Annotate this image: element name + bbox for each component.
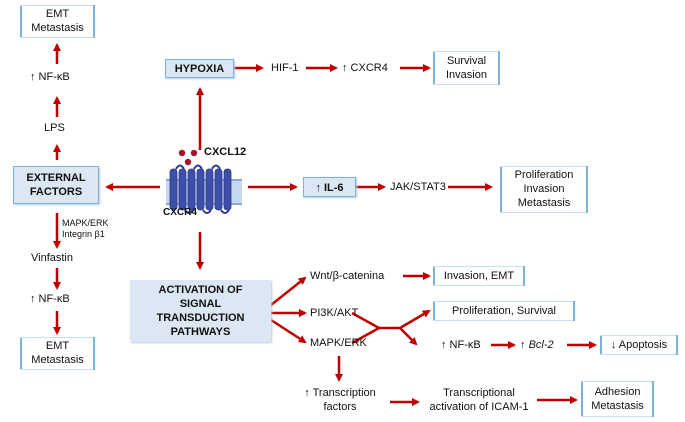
adhesion-label: Adhesion [594, 386, 641, 398]
metastasis-icam-label: Metastasis [591, 400, 644, 412]
hypoxia-label: HYPOXIA [174, 63, 225, 75]
proliferation-label: Proliferation [514, 169, 574, 181]
wnt-catenin-label: Wnt/β-catenina [310, 270, 385, 282]
hypoxia-box: HYPOXIA [165, 59, 234, 78]
cxcl12-ligand-dots [178, 149, 198, 166]
invasion-emt-box: Invasion, EMT [433, 266, 525, 286]
nfkb-bottom-label: ↑ NF-κB [30, 293, 70, 305]
icam-activation-label: Transcriptional activation of ICAM-1 [421, 386, 537, 414]
activation-of-label: ACTIVATION OF [158, 284, 243, 296]
apoptosis-box: ↓ Apoptosis [600, 335, 678, 355]
signal-label: SIGNAL [179, 298, 222, 310]
hif1-label: HIF-1 [271, 62, 299, 74]
arrow-signaling-to-wnt [270, 276, 307, 306]
cxcr4-receptor-icon [166, 164, 242, 214]
up-cxcr4-label: ↑ CXCR4 [342, 62, 388, 74]
integrin-b1-label: Integrin β1 [62, 229, 105, 239]
metastasis-top-label: Metastasis [31, 22, 84, 34]
survival-label: Survival [446, 55, 487, 67]
arrow-pi3k-to-merge [351, 311, 380, 330]
cxcr4-receptor-label: CXCR4 [163, 207, 197, 218]
transcription-factors-label: ↑ Transcription factors [296, 386, 384, 414]
activation-icam-label: activation of ICAM-1 [429, 401, 529, 413]
pi3k-akt-label: PI3K/AKT [310, 307, 359, 319]
invasion-label: Invasion [446, 69, 487, 81]
nfkb-top-label: ↑ NF-κB [30, 71, 70, 83]
arrow-merge-to-prolif [399, 309, 431, 330]
nfkb-signal-label: ↑ NF-κB [441, 339, 481, 351]
arrow-signaling-to-mapk [270, 318, 307, 344]
bcl2-gene: Bcl-2 [528, 339, 554, 351]
prolif-survival-label: Proliferation, Survival [452, 305, 556, 317]
il6-box: ↑ IL-6 [303, 177, 356, 197]
bcl2-prefix: ↑ [520, 339, 529, 351]
il6-label: ↑ IL-6 [315, 182, 344, 194]
mapk-integrin-label: MAPK/ERK Integrin β1 [62, 218, 109, 240]
arrow-mapk-to-merge [351, 326, 380, 345]
emt-metastasis-top-box: EMT Metastasis [20, 5, 95, 38]
transcription-label: ↑ Transcription [304, 387, 376, 399]
prolif-survival-box: Proliferation, Survival [433, 301, 575, 321]
adhesion-metastasis-box: Adhesion Metastasis [581, 381, 654, 417]
invasion-label: Invasion [523, 183, 565, 195]
transduction-label: TRANSDUCTION [156, 312, 245, 324]
external-label: EXTERNAL [26, 172, 86, 184]
pathways-label: PATHWAYS [170, 326, 231, 338]
mapk-erk-label: MAPK/ERK [310, 337, 367, 349]
transcriptional-label: Transcriptional [443, 387, 515, 399]
invasion-emt-label: Invasion, EMT [443, 270, 515, 282]
jak-stat3-label: JAK/STAT3 [390, 181, 446, 193]
apoptosis-label: ↓ Apoptosis [610, 339, 668, 351]
metastasis-label: Metastasis [517, 197, 571, 209]
vinfastin-label: Vinfastin [31, 252, 73, 264]
survival-invasion-box: Survival Invasion [433, 51, 500, 85]
metastasis-bottom-label: Metastasis [31, 354, 84, 366]
mapk-erk-edge-label: MAPK/ERK [62, 218, 109, 228]
emt-top-label: EMT [45, 8, 70, 20]
lps-label: LPS [44, 122, 65, 134]
factors-tf-label: factors [323, 401, 357, 413]
prolif-invasion-metastasis-box: Proliferation Invasion Metastasis [500, 166, 588, 213]
arrow-merge-to-nfkb [399, 327, 418, 346]
bcl2-label: ↑ Bcl-2 [520, 338, 554, 352]
external-factors-box: EXTERNAL FACTORS [13, 166, 99, 204]
factors-label: FACTORS [29, 186, 83, 198]
cxcl12-label: CXCL12 [204, 146, 247, 158]
signal-transduction-box: ACTIVATION OF SIGNAL TRANSDUCTION PATHWA… [130, 280, 271, 342]
emt-metastasis-bottom-box: EMT Metastasis [20, 337, 95, 370]
emt-bottom-label: EMT [45, 340, 70, 352]
